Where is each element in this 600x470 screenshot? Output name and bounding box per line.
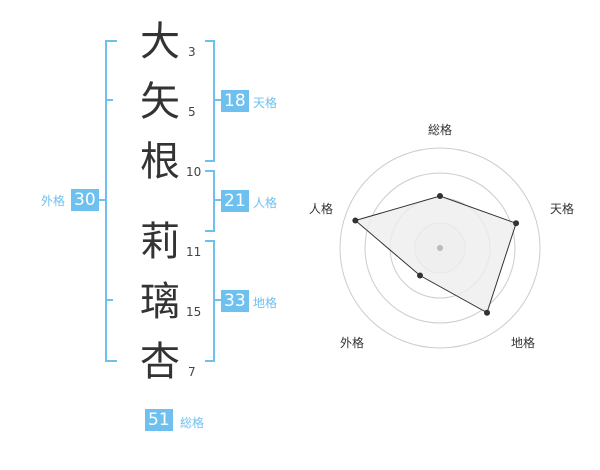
radar-axis-jinkaku: 人格 (309, 202, 334, 216)
radar-point-0 (437, 193, 443, 199)
chikaku-bracket-tick (213, 299, 221, 301)
radar-axis-tenkaku: 天格 (550, 202, 575, 216)
given-char-2-strokes: 15 (186, 305, 202, 319)
given-char-1: 莉 (140, 219, 180, 265)
jinkaku-bracket (205, 170, 215, 232)
radar-axis-soukaku: 総格 (428, 123, 453, 137)
soukaku-label: 総格 (180, 416, 205, 430)
jinkaku-bracket-tick (213, 199, 221, 201)
chikaku-label: 地格 (253, 296, 278, 310)
radar-axis-gaikaku: 外格 (340, 336, 365, 350)
soukaku-score: 51 (145, 409, 173, 431)
gaikaku-bracket-tick (98, 199, 106, 201)
radar-point-3 (417, 272, 424, 279)
radar-center-dot (437, 245, 443, 251)
surname-divider-tick-1 (105, 99, 113, 101)
given-char-1-strokes: 11 (186, 245, 202, 259)
gaikaku-bracket (105, 40, 117, 362)
surname-char-3-strokes: 10 (186, 165, 202, 179)
radar-grid-ring (339, 147, 541, 349)
tenkaku-bracket-tick (213, 99, 221, 101)
tenkaku-bracket (205, 40, 215, 162)
radar-points (352, 193, 520, 316)
radar-axis-chikaku: 地格 (511, 336, 536, 350)
surname-char-3: 根 (140, 139, 180, 185)
radar-point-4 (352, 217, 359, 224)
surname-char-1-strokes: 3 (188, 45, 196, 59)
tenkaku-label: 天格 (253, 96, 278, 110)
radar-chart (339, 147, 541, 349)
tenkaku-score: 18 (221, 90, 249, 112)
jinkaku-score: 21 (221, 190, 249, 212)
surname-char-2: 矢 (140, 79, 180, 125)
radar-point-2 (484, 309, 491, 316)
gaikaku-label: 外格 (41, 194, 66, 208)
radar-grid-ring (364, 172, 516, 324)
chikaku-bracket (205, 240, 215, 362)
surname-char-1: 大 (140, 19, 180, 65)
given-char-2: 璃 (140, 279, 180, 325)
given-char-3-strokes: 7 (188, 365, 196, 379)
radar-point-1 (513, 220, 520, 227)
gaikaku-score: 30 (71, 189, 99, 211)
surname-char-2-strokes: 5 (188, 105, 196, 119)
given-divider-tick-2 (105, 299, 113, 301)
radar-shape (354, 195, 517, 314)
chikaku-score: 33 (221, 290, 249, 312)
given-char-3: 杏 (140, 339, 180, 385)
jinkaku-label: 人格 (253, 196, 278, 210)
